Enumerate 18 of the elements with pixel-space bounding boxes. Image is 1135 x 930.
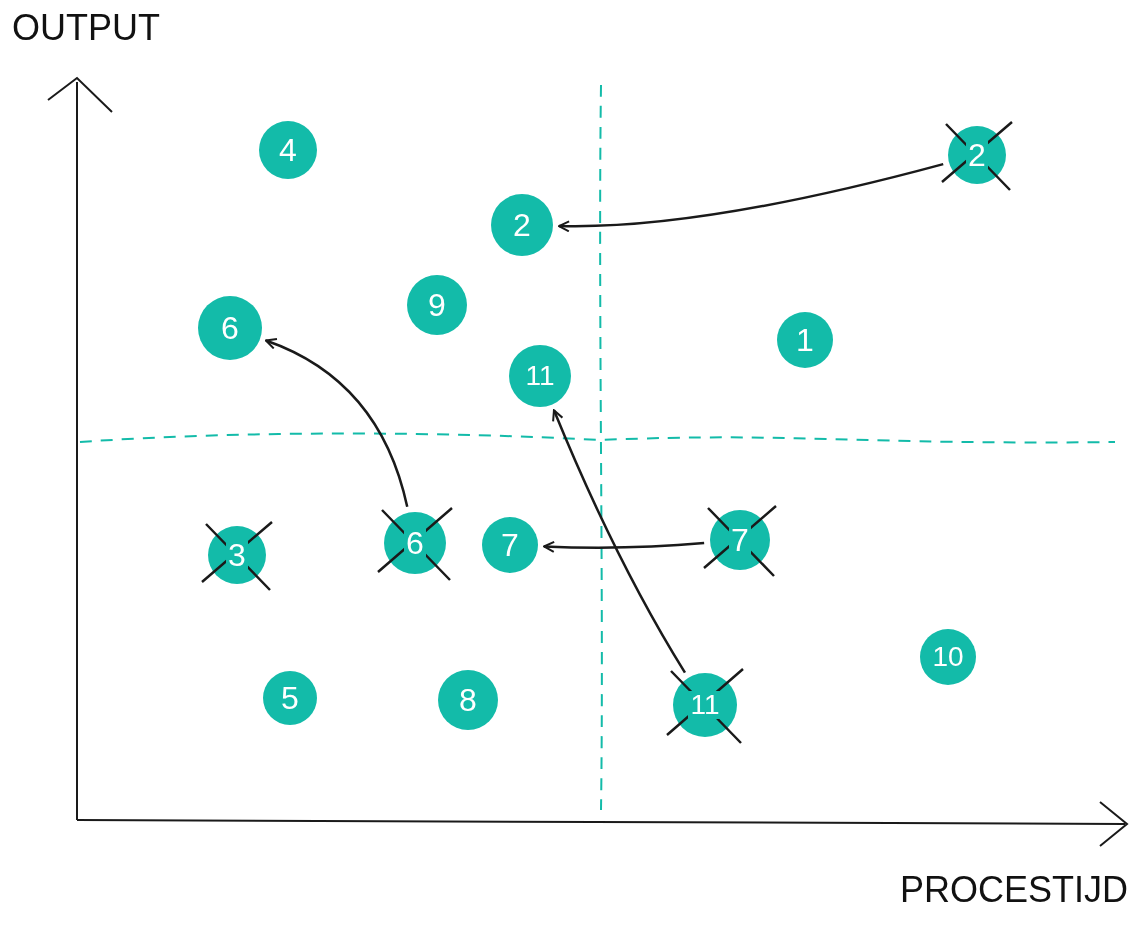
arrow (542, 540, 705, 553)
number-circle (263, 671, 317, 725)
arrow (558, 162, 944, 233)
number-label: 2 (966, 139, 988, 171)
axis-label: OUTPUT (12, 10, 160, 46)
number-label: 3 (226, 539, 248, 571)
number-circle (438, 670, 498, 730)
number-circle (259, 121, 317, 179)
number-label: 11 (688, 691, 722, 719)
number-circle (482, 517, 538, 573)
axis-label: PROCESTIJD (900, 872, 1129, 908)
arrow (552, 409, 687, 674)
number-label: 6 (404, 527, 426, 559)
number-circle (920, 629, 976, 685)
arrow (264, 338, 409, 508)
number-label: 7 (729, 524, 751, 556)
number-circle (777, 312, 833, 368)
number-circle (407, 275, 467, 335)
